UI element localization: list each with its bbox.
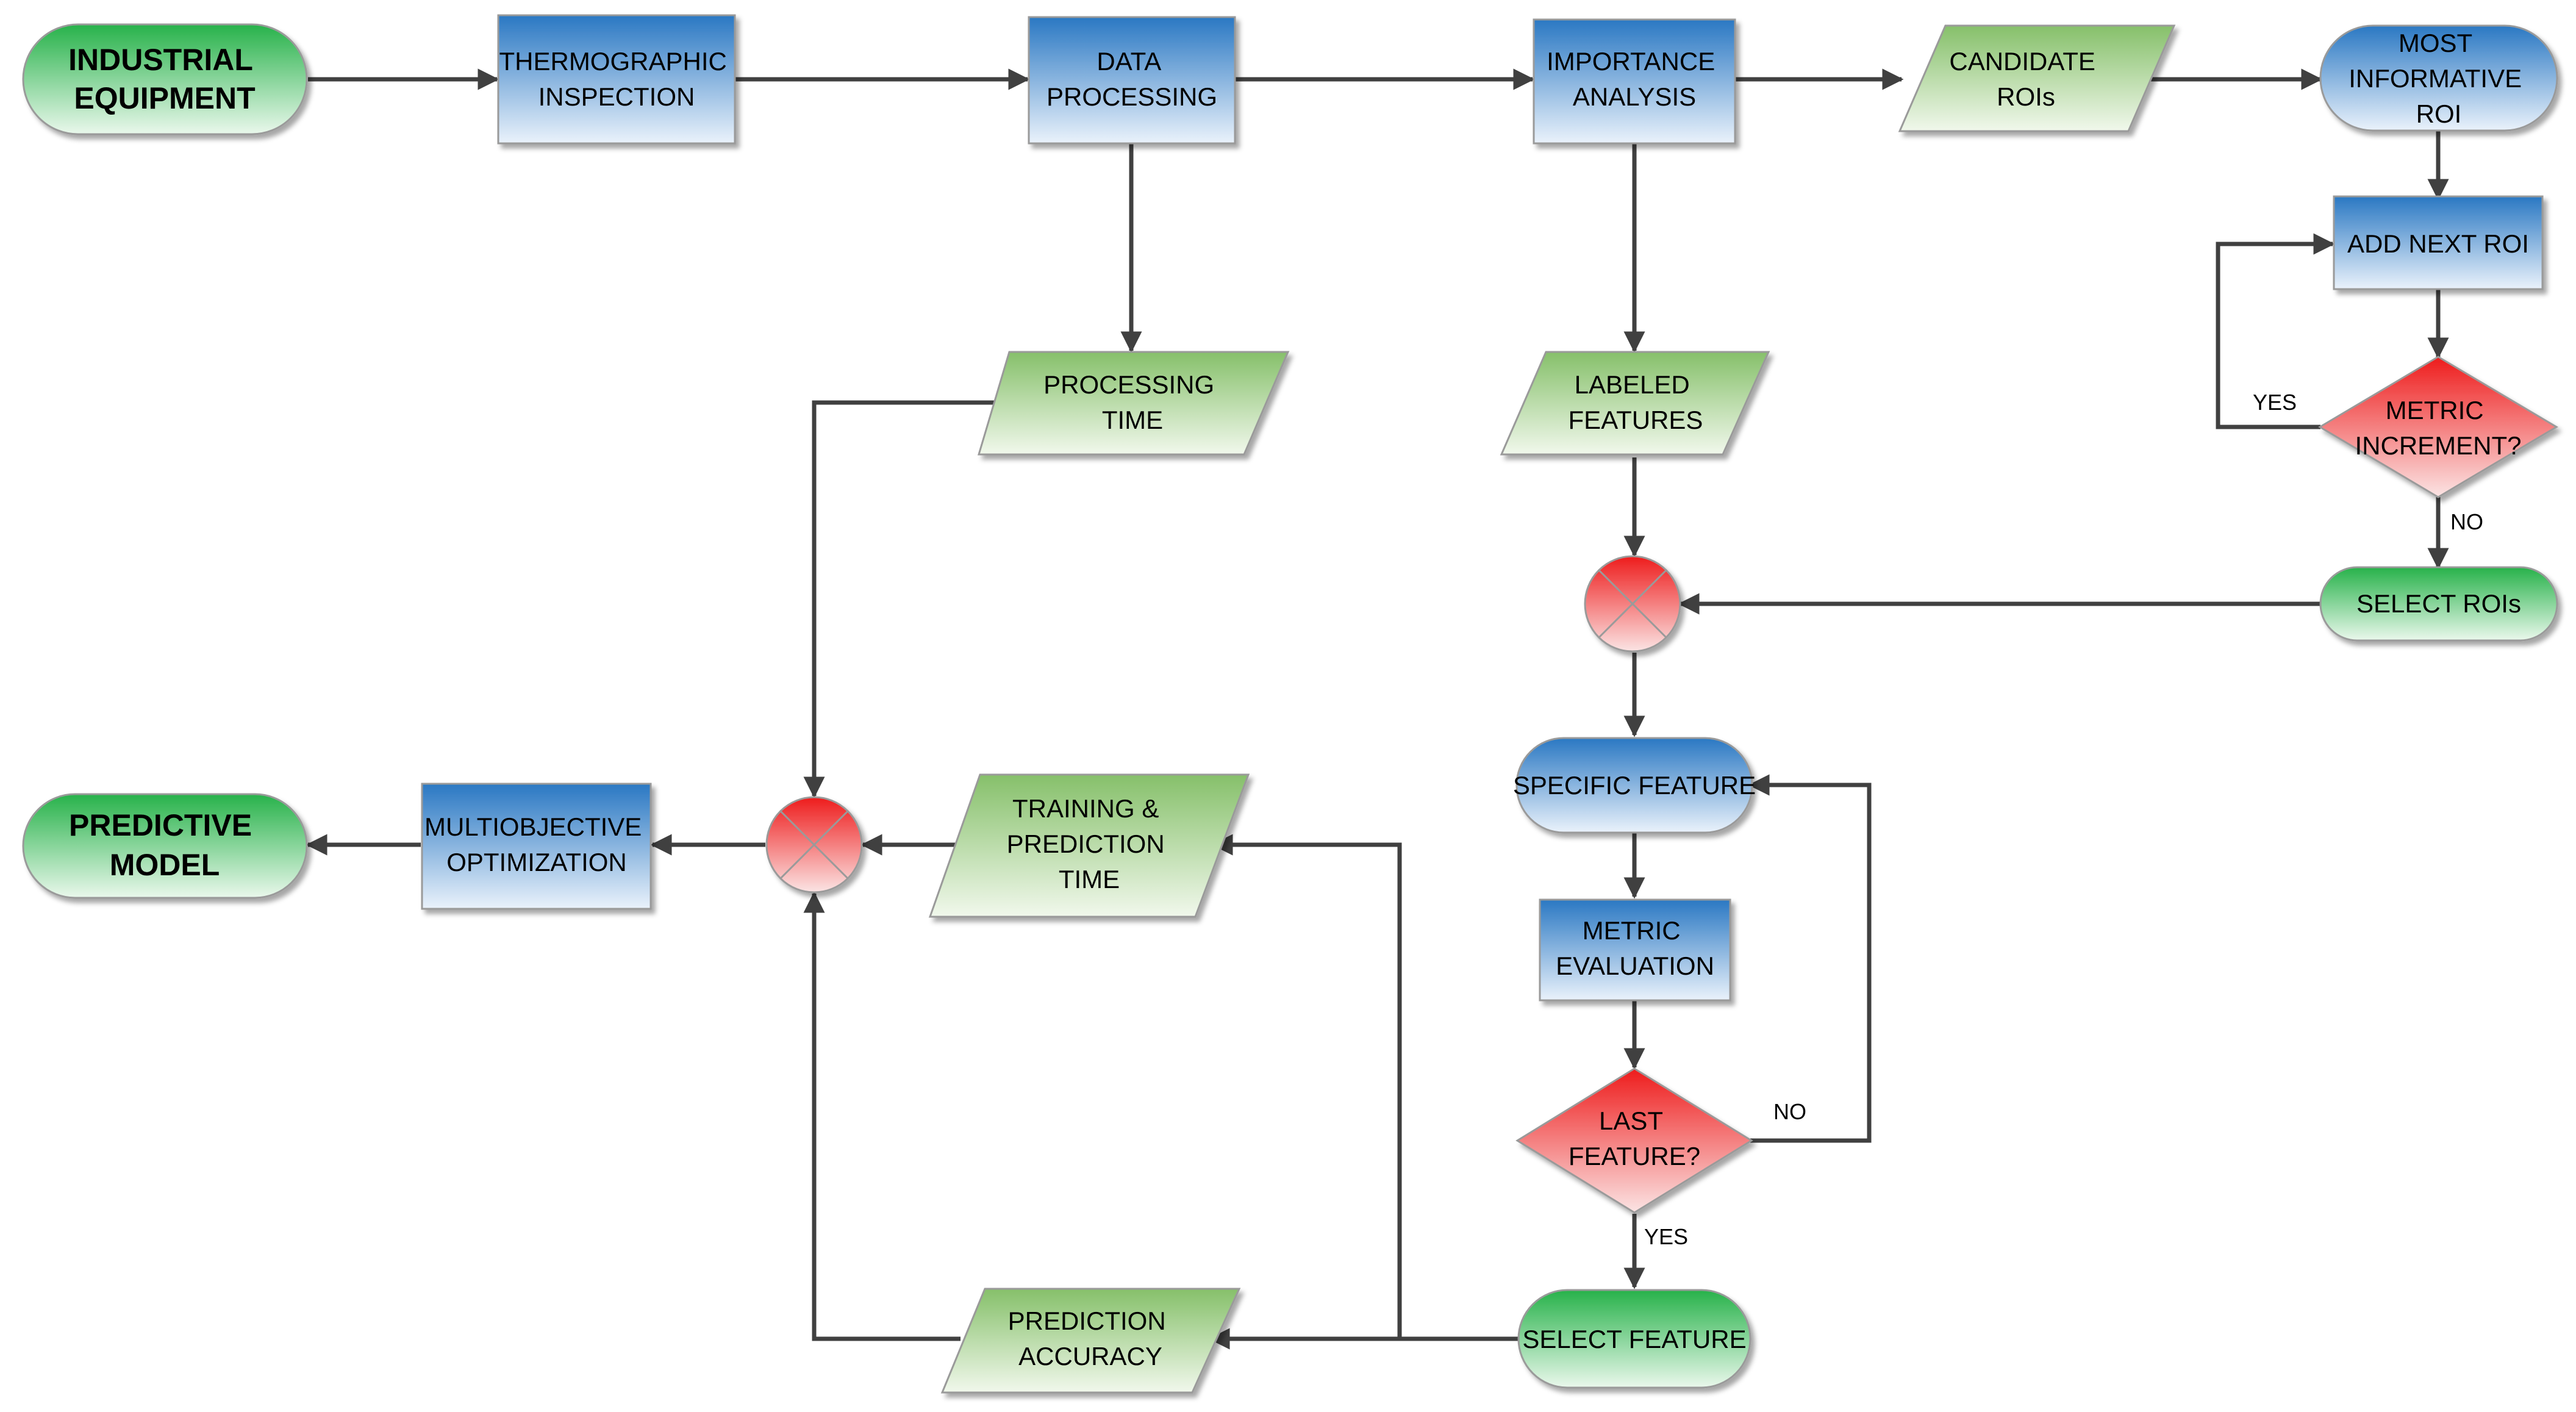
edge-label-last-no: NO — [1773, 1099, 1806, 1124]
thermographic-inspection-label: THERMOGRAPHIC INSPECTION — [499, 47, 734, 111]
metric-increment-label: METRIC INCREMENT? — [2355, 396, 2521, 460]
last-feature-node — [1515, 1067, 1753, 1214]
labeled-features-label: LABELED FEATURES — [1569, 370, 1703, 434]
specific-feature-label: SPECIFIC FEATURE — [1513, 771, 1756, 800]
candidate-rois-node — [1898, 24, 2176, 132]
select-feature-label: SELECT FEATURE — [1522, 1325, 1746, 1353]
predictive-model-label: PREDICTIVE MODEL — [69, 808, 260, 882]
industrial-equipment-node — [22, 23, 308, 135]
add-next-roi-node — [2333, 195, 2544, 290]
edge-last-feature-no-loop — [1748, 774, 1872, 1143]
thermographic-inspection-node — [497, 14, 736, 145]
training-prediction-time-node — [928, 773, 1250, 918]
labeled-features-node — [1500, 351, 1770, 456]
training-prediction-time-label: TRAINING & PREDICTION TIME — [1007, 794, 1172, 894]
edge-select-feature-to-training-time — [1211, 834, 1402, 1339]
importance-analysis-label: IMPORTANCE ANALYSIS — [1547, 47, 1722, 111]
predictive-model-node — [22, 793, 308, 899]
importance-analysis-node — [1533, 18, 1736, 145]
candidate-rois-label: CANDIDATE ROIs — [1949, 47, 2102, 111]
select-rois-node — [2319, 566, 2558, 642]
metric-evaluation-label: METRIC EVALUATION — [1556, 916, 1714, 980]
edge-processing-time-to-connector — [803, 400, 1006, 798]
multiobjective-optimization-label: MULTIOBJECTIVE OPTIMIZATION — [424, 812, 649, 876]
metric-increment-node — [2318, 356, 2558, 498]
edges — [306, 68, 2449, 1350]
processing-time-label: PROCESSING TIME — [1043, 370, 1222, 434]
prediction-accuracy-node — [940, 1288, 1241, 1394]
edge-label-metric-no: NO — [2450, 509, 2483, 534]
edge-label-metric-yes: YES — [2253, 390, 2297, 415]
most-informative-roi-node — [2319, 24, 2558, 132]
rois-features-connector — [1584, 555, 1681, 653]
select-rois-label: SELECT ROIs — [2356, 589, 2521, 618]
processing-time-node — [977, 351, 1290, 456]
edge-metric-yes-loop — [2216, 233, 2335, 429]
edge-prediction-accuracy-to-connector — [803, 891, 961, 1341]
specific-feature-node — [1515, 737, 1753, 834]
prediction-accuracy-label: PREDICTION ACCURACY — [1008, 1306, 1173, 1371]
most-informative-roi-label: MOST INFORMATIVE ROI — [2349, 29, 2529, 128]
objectives-connector — [765, 796, 863, 894]
add-next-roi-label: ADD NEXT ROI — [2347, 229, 2529, 258]
last-feature-label: LAST FEATURE? — [1569, 1106, 1700, 1170]
multiobjective-optimization-node — [421, 783, 652, 910]
data-processing-label: DATA PROCESSING — [1046, 47, 1217, 111]
industrial-equipment-label: INDUSTRIAL EQUIPMENT — [68, 43, 261, 115]
edge-label-last-yes: YES — [1644, 1224, 1688, 1249]
metric-evaluation-node — [1539, 898, 1731, 1002]
data-processing-node — [1028, 16, 1236, 145]
select-feature-node — [1517, 1289, 1751, 1389]
